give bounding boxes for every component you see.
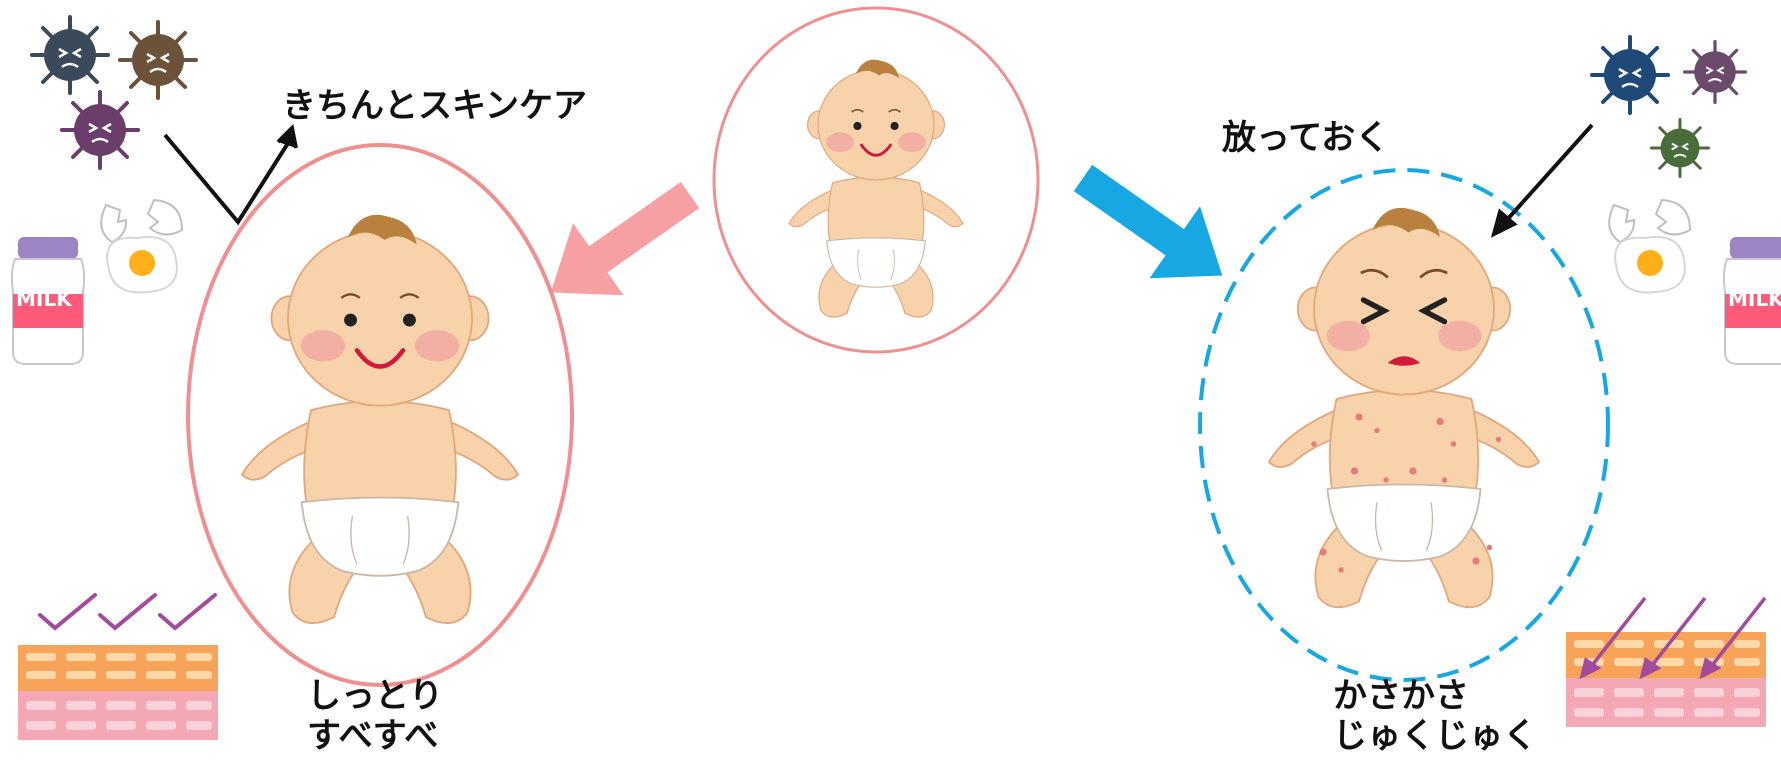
- baby-icon: [788, 59, 964, 318]
- egg-icon: [100, 199, 183, 294]
- bad-outcome-arrow: [1073, 164, 1223, 279]
- germ-icon: [60, 90, 140, 170]
- milk-label: MILK: [16, 287, 73, 311]
- baby-icon: [241, 213, 519, 625]
- leave-alone-label: 放っておく: [1222, 118, 1390, 158]
- penetration-arrows: [1579, 596, 1767, 680]
- germ-icon: [118, 20, 198, 100]
- germ-icon: [1590, 35, 1670, 115]
- egg-icon: [1608, 199, 1691, 294]
- good-skin-ellipse: [186, 143, 574, 687]
- baby-icon: [1268, 206, 1540, 609]
- skincare-label: きちんとスキンケア: [282, 86, 587, 126]
- check-mark-icon: [38, 593, 217, 631]
- skincare-arrow: [163, 123, 298, 226]
- germ-icon: [30, 15, 110, 95]
- germ-attack-arrow: [1490, 123, 1594, 238]
- germ-icon: [1682, 39, 1748, 105]
- good-skin-label: しっとり すべすべ: [307, 676, 443, 757]
- bad-skin-ellipse: [1198, 168, 1610, 682]
- milk-label: MILK: [1728, 287, 1781, 311]
- germ-icon: [1650, 118, 1710, 178]
- skin-layer-icon: [18, 645, 218, 740]
- bad-skin-label: かさかさ じゅくじゅく: [1333, 676, 1537, 757]
- good-outcome-arrow: [550, 181, 700, 296]
- center-ellipse: [712, 6, 1040, 354]
